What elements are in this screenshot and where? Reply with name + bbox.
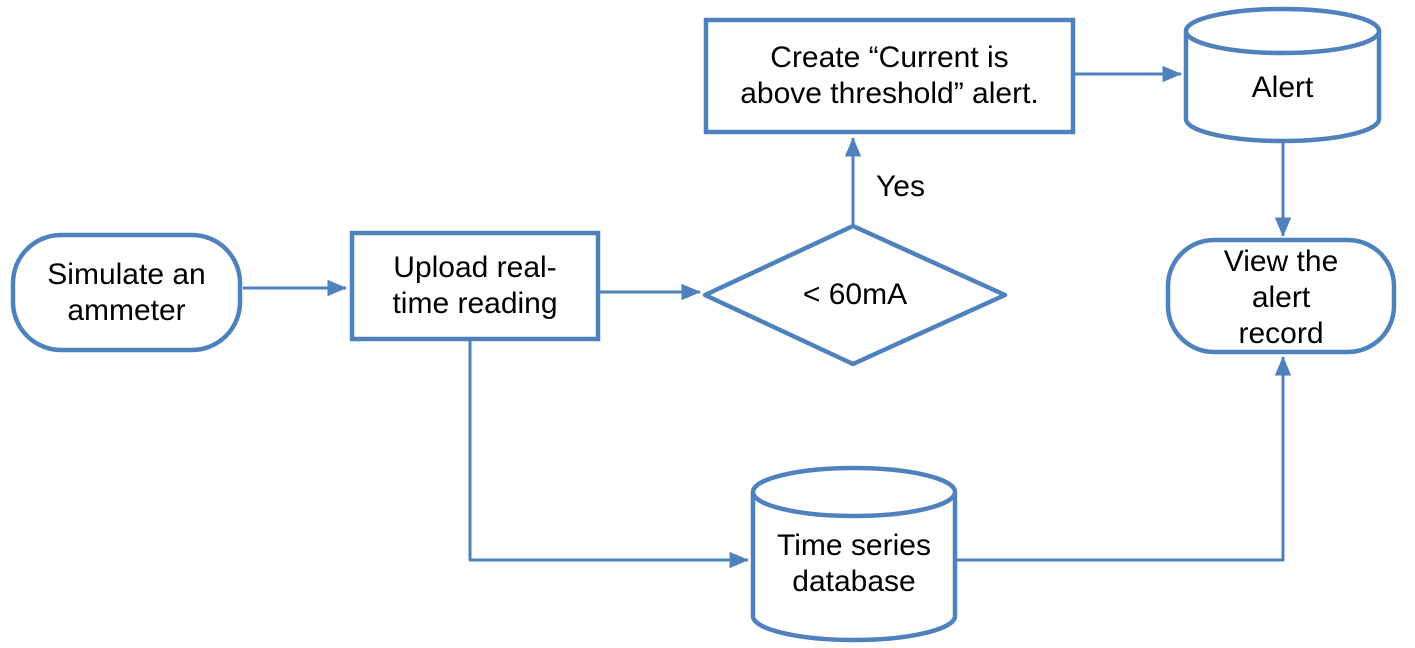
edge-tsdb-to-view-record <box>955 356 1292 562</box>
edges <box>243 65 1292 569</box>
alert-db-cylinder-body <box>1183 31 1382 144</box>
node-tsdb-shape <box>750 465 958 643</box>
node-upload-shape <box>349 230 601 342</box>
edge-upload-to-tsdb <box>468 339 749 569</box>
tsdb-cylinder-body <box>750 492 958 643</box>
node-decision-shape <box>702 223 1008 367</box>
node-create-alert-shape <box>703 17 1076 135</box>
node-alert-db-shape <box>1183 6 1382 144</box>
alert-db-cylinder-top <box>1183 6 1382 56</box>
nodes <box>10 6 1397 643</box>
node-view-record-shape <box>1165 237 1397 355</box>
tsdb-cylinder-top <box>750 465 958 519</box>
node-simulate-shape <box>10 232 243 353</box>
